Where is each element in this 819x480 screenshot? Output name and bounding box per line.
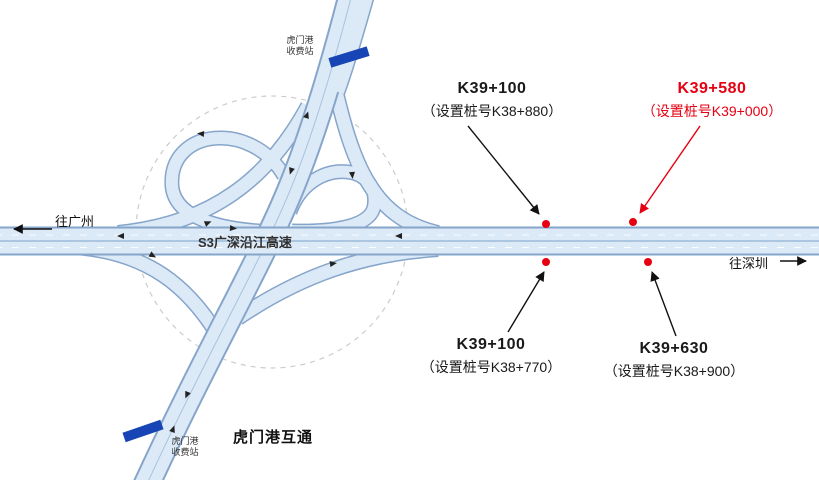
chainage-note: （设置桩号K38+770） xyxy=(420,359,562,375)
direction-east-label: 往深圳 xyxy=(729,256,769,271)
chainage-note: （设置桩号K38+900） xyxy=(603,363,745,379)
annotation-bottom-right: K39+630 （设置桩号K38+900） xyxy=(589,340,759,381)
direction-arrows xyxy=(13,224,807,266)
toll-bottom-line1: 虎门港 xyxy=(171,436,199,446)
toll-bottom-line2: 收费站 xyxy=(171,447,199,457)
chainage-note: （设置桩号K38+880） xyxy=(421,103,563,119)
marker-dot-k38-900 xyxy=(644,258,652,266)
toll-station-top-label: 虎门港 收费站 xyxy=(281,35,319,57)
annotation-top-left: K39+100 （设置桩号K38+880） xyxy=(407,80,577,121)
direction-west-label: 往广州 xyxy=(55,214,95,229)
highway-name-label: S3广深沿江高速 xyxy=(198,235,292,250)
chainage-station: K39+100 xyxy=(456,336,526,353)
toll-top-line2: 收费站 xyxy=(286,46,314,56)
annotation-top-right: K39+580 （设置桩号K39+000） xyxy=(627,80,797,121)
toll-station-bottom-label: 虎门港 收费站 xyxy=(166,436,204,458)
marker-dot-k38-770 xyxy=(542,258,550,266)
toll-gate-top xyxy=(328,46,370,68)
annotation-leader-lines xyxy=(467,125,701,337)
mainline-highway xyxy=(0,226,819,256)
toll-top-line1: 虎门港 xyxy=(286,35,314,45)
toll-gates xyxy=(122,46,370,443)
chainage-note: （设置桩号K39+000） xyxy=(641,103,783,119)
annotation-bottom-left: K39+100 （设置桩号K38+770） xyxy=(406,336,576,377)
chainage-station: K39+630 xyxy=(639,340,709,357)
marker-dot-k38-880 xyxy=(542,220,550,228)
interchange-name-label: 虎门港互通 xyxy=(233,429,314,446)
chainage-station: K39+100 xyxy=(457,80,527,97)
marker-dot-k39-000 xyxy=(629,218,637,226)
toll-gate-bottom xyxy=(122,419,164,443)
ramp-fills xyxy=(75,72,440,336)
chainage-marker-dots xyxy=(542,218,652,266)
chainage-station: K39+580 xyxy=(677,80,747,97)
